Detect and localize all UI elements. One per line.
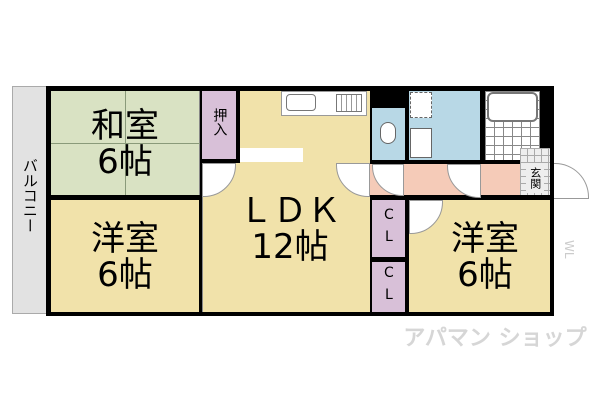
washer-icon [410,92,432,118]
room-oshiire [202,91,236,159]
room-washitsu [51,91,200,195]
toilet-icon [380,122,396,144]
oshiire-label: 押入 [211,108,228,136]
closet-2-name: CL [380,264,397,309]
tatami-line [51,143,200,144]
closet-2-label: CL [372,263,405,310]
youshitsu-left-label: 洋室 6帖 [60,215,190,300]
youshitsu-right-name: 洋室 [451,218,519,259]
youshitsu-left-size: 6帖 [97,254,153,295]
watermark-logo: アパマン ショップ [395,322,595,356]
watermark-mark: WL [562,240,576,259]
room-closet-1 [372,200,405,257]
ldk-name: ＬＤＫ [239,191,341,232]
closet-1-name: CL [380,206,397,251]
bathtub-icon [487,92,538,122]
youshitsu-right-label: 洋室 6帖 [420,215,550,300]
balcony [12,86,48,314]
ldk-label: ＬＤＫ 12帖 [215,190,365,270]
washitsu-size: 6帖 [97,142,153,182]
stove-icon [336,94,362,112]
room-ldk-main [202,163,370,312]
washitsu-label: 和室 6帖 [60,105,190,185]
closet-1-label: CL [372,205,405,252]
youshitsu-right-size: 6帖 [457,254,513,295]
ldk-size: 12帖 [251,227,329,267]
watermark-text: アパマン ショップ [403,326,587,351]
washbasin-icon [410,128,432,158]
genkan-label: 玄関 [526,163,544,193]
youshitsu-left-name: 洋室 [91,218,159,259]
entrance-door-icon[interactable] [554,163,589,199]
counter-bar [240,148,303,162]
washitsu-name: 和室 [91,106,159,147]
room-youshitsu-left [51,200,199,312]
sink-icon [286,94,316,111]
room-closet-2 [372,262,405,312]
balcony-label: バルコニー [20,157,39,233]
